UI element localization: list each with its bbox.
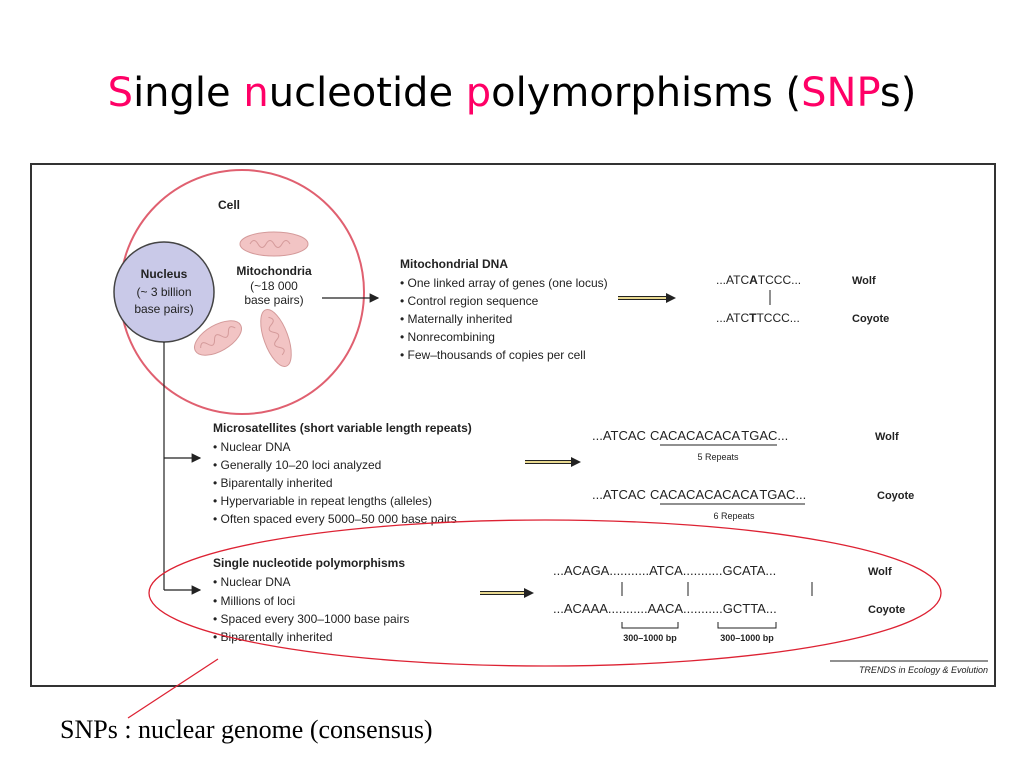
snp-coyote-label: Coyote — [868, 604, 905, 616]
microsat-wolf-repeats: 5 Repeats — [697, 452, 739, 462]
mito-size-2: base pairs) — [244, 293, 303, 307]
title-highlight-n: n — [243, 70, 269, 116]
title-text-4: s) — [879, 70, 917, 116]
mitochondrion-2 — [194, 320, 242, 356]
caption-pointer-line — [127, 658, 219, 719]
mitochondrion-3 — [260, 309, 292, 367]
microsat-bullet: • Nuclear DNA — [213, 440, 291, 454]
slide-title: Single nucleotide polymorphisms (SNPs) — [0, 70, 1024, 116]
microsat-bullet: • Generally 10–20 loci analyzed — [213, 458, 381, 472]
microsat-bullet: • Hypervariable in repeat lengths (allel… — [213, 494, 432, 508]
microsat-coyote-label: Coyote — [877, 490, 914, 502]
mitochondria-label: Mitochondria — [236, 264, 312, 278]
cell-label: Cell — [218, 198, 240, 212]
credit-text: TRENDS in Ecology & Evolution — [859, 665, 988, 675]
mito-size-1: (~18 000 — [250, 279, 298, 293]
snp-highlight-ellipse — [148, 519, 942, 667]
snp-bullet: • Millions of loci — [213, 594, 295, 608]
mito-dna-heading: Mitochondrial DNA — [400, 257, 508, 271]
title-highlight-snp: SNP — [801, 70, 880, 116]
mito-bullet: • Nonrecombining — [400, 330, 495, 344]
mito-bullet: • One linked array of genes (one locus) — [400, 276, 608, 290]
snp-span-label-2: 300–1000 bp — [720, 633, 774, 643]
snp-span-bracket-1 — [621, 622, 679, 629]
mito-coyote-label: Coyote — [852, 313, 889, 325]
snp-bullet: • Nuclear DNA — [213, 575, 291, 589]
mito-bullet: • Maternally inherited — [400, 312, 512, 326]
mito-wolf-label: Wolf — [852, 275, 876, 287]
title-highlight-s: S — [107, 70, 134, 116]
mito-wolf-seq: ...ATCATCCC... — [716, 273, 801, 287]
mito-coyote-seq: ...ATCTTCCC... — [716, 311, 800, 325]
title-text-1: ingle — [133, 70, 244, 116]
mito-bullet: • Control region sequence — [400, 294, 539, 308]
snp-coyote-seq: ...ACAAA...........AACA...........GCTTA.… — [553, 601, 777, 616]
microsat-double-arrow — [525, 457, 581, 467]
snp-double-arrow — [480, 588, 534, 598]
nucleus-size-2: base pairs) — [134, 302, 193, 316]
nucleus-label: Nucleus — [141, 267, 188, 281]
mito-double-arrow — [618, 293, 676, 303]
nucleus-size-1: (~ 3 billion — [136, 285, 191, 299]
microsat-bullet: • Biparentally inherited — [213, 476, 333, 490]
title-text-2: ucleotide — [268, 70, 466, 116]
snp-heading: Single nucleotide polymorphisms — [213, 556, 405, 570]
snp-span-bracket-2 — [717, 622, 777, 629]
snp-wolf-label: Wolf — [868, 566, 892, 578]
snp-bullet: • Spaced every 300–1000 base pairs — [213, 612, 409, 626]
snp-wolf-seq: ...ACAGA...........ATCA...........GCATA.… — [553, 563, 776, 578]
microsat-heading: Microsatellites (short variable length r… — [213, 421, 472, 435]
microsat-bullet: • Often spaced every 5000–50 000 base pa… — [213, 512, 457, 526]
microsat-wolf-label: Wolf — [875, 431, 899, 443]
title-text-3: olymorphisms ( — [491, 70, 802, 116]
caption: SNPs : nuclear genome (consensus) — [60, 715, 433, 744]
title-highlight-p: p — [465, 70, 492, 116]
mito-bullet: • Few–thousands of copies per cell — [400, 348, 586, 362]
microsat-coyote-repeats: 6 Repeats — [713, 511, 755, 521]
mitochondrion-1 — [239, 231, 309, 257]
snp-span-label-1: 300–1000 bp — [623, 633, 677, 643]
